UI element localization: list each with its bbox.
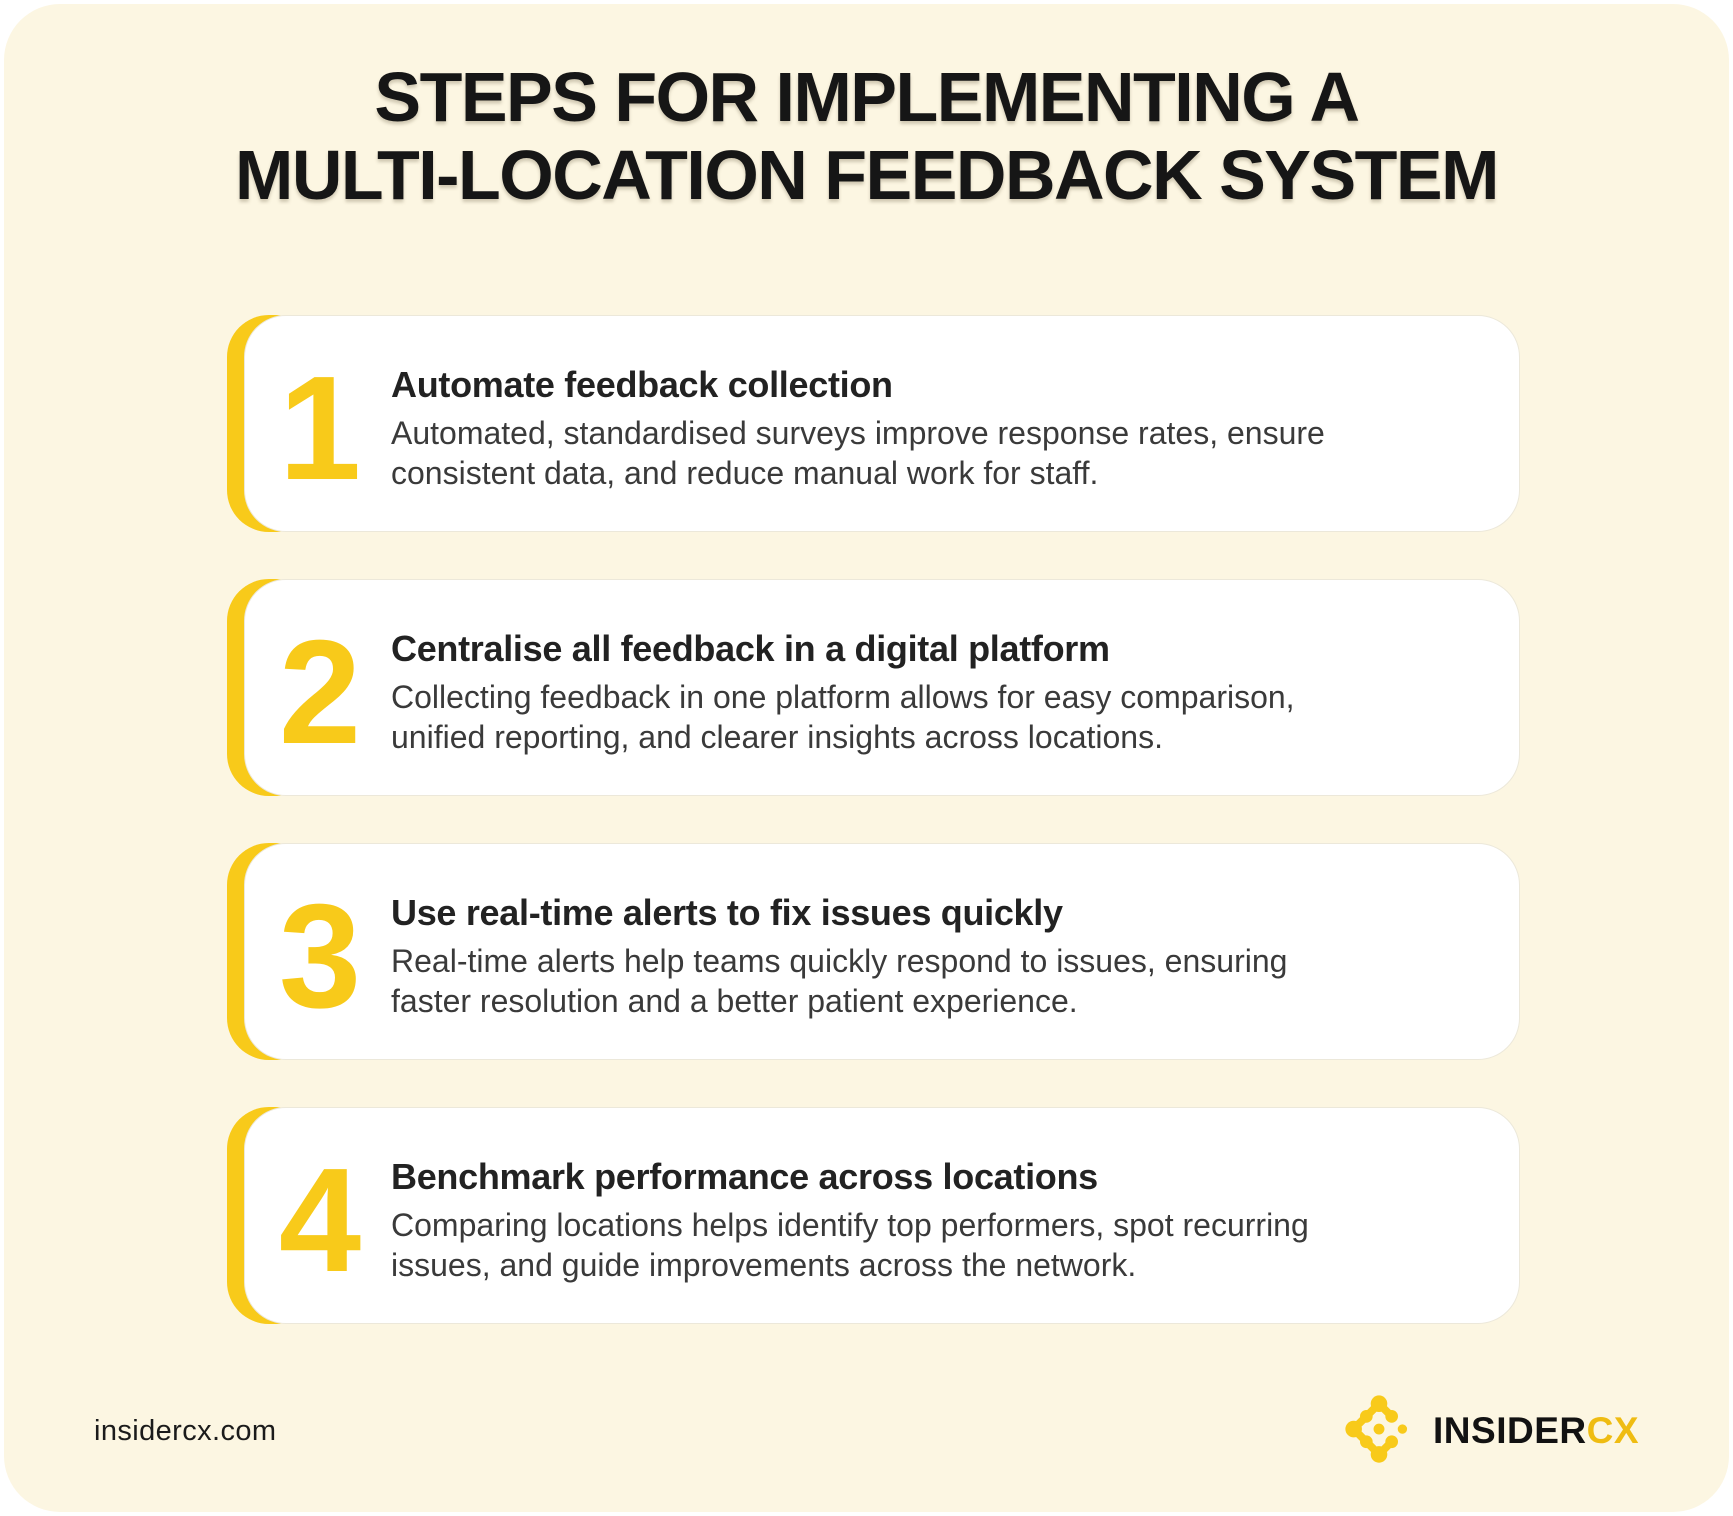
page-title-line-2: MULTI-LOCATION FEEDBACK SYSTEM — [235, 136, 1499, 215]
page-title: STEPS FOR IMPLEMENTING A MULTI-LOCATION … — [4, 58, 1729, 215]
step-text: Benchmark performance across locations C… — [391, 1156, 1309, 1285]
brand-logo: INSIDERCX — [1340, 1392, 1639, 1470]
step-card-2: 2 Centralise all feedback in a digital p… — [227, 578, 1520, 796]
step-number: 1 — [278, 345, 361, 511]
footer: insidercx.com — [94, 1392, 1639, 1512]
step-description: Automated, standardised surveys improve … — [391, 414, 1325, 491]
step-title: Automate feedback collection — [391, 363, 893, 405]
step-description: Comparing locations helps identify top p… — [391, 1206, 1309, 1283]
step-card-surface: 3 Use real-time alerts to fix issues qui… — [244, 842, 1520, 1060]
step-title: Use real-time alerts to fix issues quick… — [391, 891, 1063, 933]
brand-wordmark: INSIDERCX — [1433, 1410, 1639, 1452]
step-card-3: 3 Use real-time alerts to fix issues qui… — [227, 842, 1520, 1060]
step-text: Use real-time alerts to fix issues quick… — [391, 892, 1287, 1021]
step-title: Centralise all feedback in a digital pla… — [391, 627, 1110, 669]
step-text: Centralise all feedback in a digital pla… — [391, 628, 1295, 757]
page-title-line-1: STEPS FOR IMPLEMENTING A — [374, 58, 1360, 136]
step-card-surface: 1 Automate feedback collection Automated… — [244, 314, 1520, 532]
step-number: 3 — [278, 873, 361, 1039]
step-card-surface: 4 Benchmark performance across locations… — [244, 1106, 1520, 1324]
step-number: 4 — [278, 1137, 361, 1303]
brand-wordmark-dark: INSIDER — [1433, 1410, 1587, 1451]
step-description: Collecting feedback in one platform allo… — [391, 678, 1295, 755]
step-card-4: 4 Benchmark performance across locations… — [227, 1106, 1520, 1324]
brand-wordmark-accent: CX — [1586, 1410, 1639, 1451]
infographic-board: STEPS FOR IMPLEMENTING A MULTI-LOCATION … — [4, 4, 1729, 1512]
step-text: Automate feedback collection Automated, … — [391, 364, 1325, 493]
dot-diamond-icon — [1345, 1395, 1408, 1463]
step-number: 2 — [278, 609, 361, 775]
step-card-1: 1 Automate feedback collection Automated… — [227, 314, 1520, 532]
step-card-surface: 2 Centralise all feedback in a digital p… — [244, 578, 1520, 796]
website-link[interactable]: insidercx.com — [94, 1414, 277, 1447]
steps-list: 1 Automate feedback collection Automated… — [227, 314, 1520, 1371]
step-description: Real-time alerts help teams quickly resp… — [391, 942, 1288, 1019]
step-title: Benchmark performance across locations — [391, 1155, 1098, 1197]
